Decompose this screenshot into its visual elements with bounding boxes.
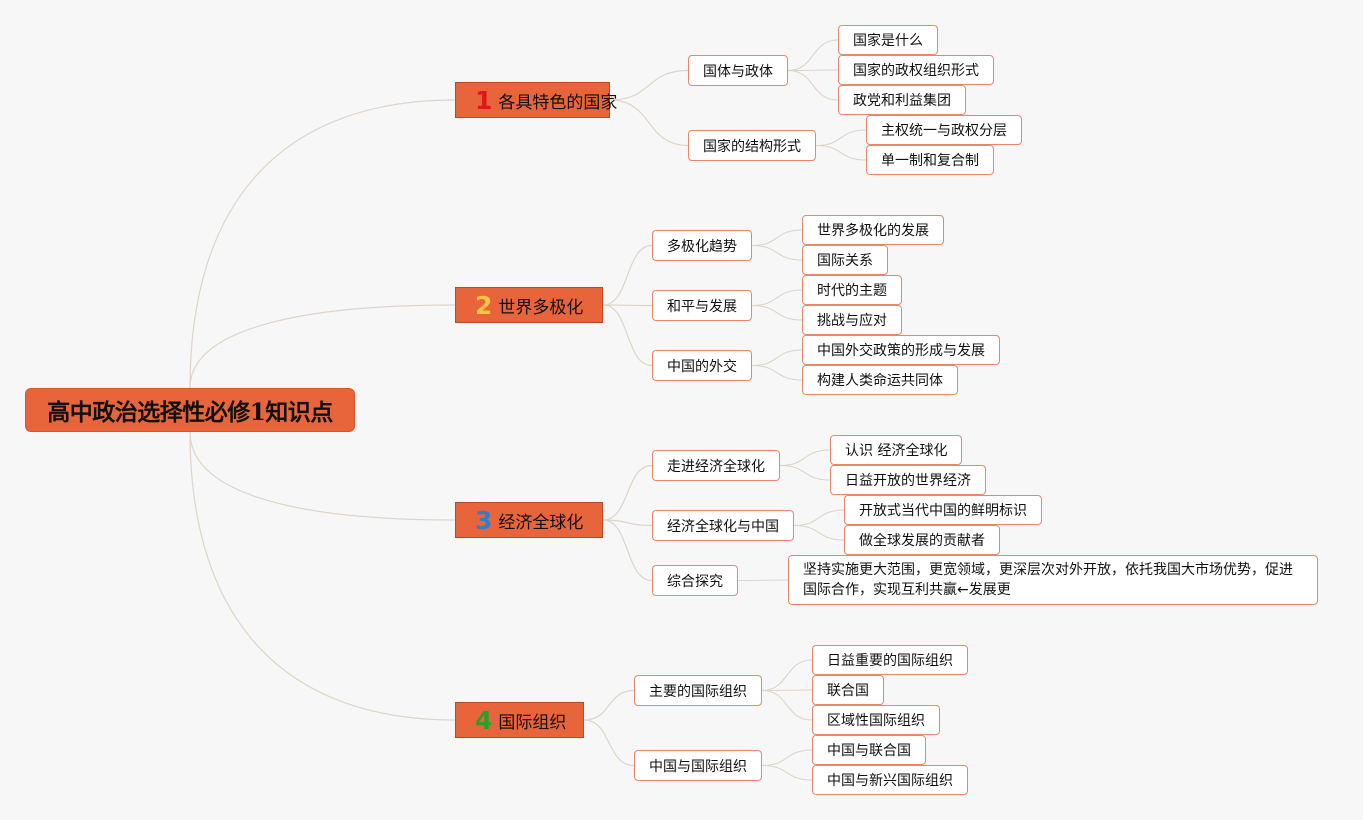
branch-1-topic[interactable]: 1 各具特色的国家 [455,82,617,118]
leaf-4-1-3[interactable]: 区域性国际组织 [812,705,940,735]
subtopic-3-3[interactable]: 综合探究 [652,565,738,596]
root-topic[interactable]: 高中政治选择性必修1知识点 [25,388,355,432]
leaf-2-2-1[interactable]: 时代的主题 [802,275,902,305]
branch-2-topic[interactable]: 2 世界多极化 [455,287,603,323]
leaf-1-2-1[interactable]: 主权统一与政权分层 [866,115,1022,145]
leaf-3-3-1[interactable]: 坚持实施更大范围，更宽领域，更深层次对外开放，依托我国大市场优势，促进国际合作，… [788,555,1318,605]
leaf-2-1-1[interactable]: 世界多极化的发展 [802,215,944,245]
branch-4-number: 4 [475,705,493,735]
leaf-3-2-2[interactable]: 做全球发展的贡献者 [844,525,1000,555]
leaf-2-2-2[interactable]: 挑战与应对 [802,305,902,335]
branch-2-label: 世界多极化 [498,297,584,318]
leaf-4-2-2[interactable]: 中国与新兴国际组织 [812,765,968,795]
branch-4-label: 国际组织 [498,712,567,733]
branch-3-topic[interactable]: 3 经济全球化 [455,502,603,538]
leaf-2-3-1[interactable]: 中国外交政策的形成与发展 [802,335,1000,365]
branch-1-label: 各具特色的国家 [498,92,618,113]
subtopic-4-2[interactable]: 中国与国际组织 [634,750,762,781]
subtopic-4-1[interactable]: 主要的国际组织 [634,675,762,706]
branch-3-number: 3 [475,505,493,535]
branch-3-label: 经济全球化 [498,512,584,533]
leaf-2-3-2[interactable]: 构建人类命运共同体 [802,365,958,395]
branch-4-topic[interactable]: 4 国际组织 [455,702,584,738]
leaf-1-1-1[interactable]: 国家是什么 [838,25,938,55]
subtopic-3-2[interactable]: 经济全球化与中国 [652,510,794,541]
leaf-1-2-2[interactable]: 单一制和复合制 [866,145,994,175]
root-topic-label: 高中政治选择性必修1知识点 [47,399,333,426]
leaf-2-1-2[interactable]: 国际关系 [802,245,888,275]
leaf-1-1-3[interactable]: 政党和利益集团 [838,85,966,115]
subtopic-2-2[interactable]: 和平与发展 [652,290,752,321]
leaf-4-1-2[interactable]: 联合国 [812,675,884,705]
subtopic-3-1[interactable]: 走进经济全球化 [652,450,780,481]
leaf-3-2-1[interactable]: 开放式当代中国的鲜明标识 [844,495,1042,525]
leaf-4-1-1[interactable]: 日益重要的国际组织 [812,645,968,675]
branch-2-number: 2 [475,290,493,320]
leaf-1-1-2[interactable]: 国家的政权组织形式 [838,55,994,85]
leaf-3-1-2[interactable]: 日益开放的世界经济 [830,465,986,495]
leaf-4-2-1[interactable]: 中国与联合国 [812,735,926,765]
subtopic-1-1[interactable]: 国体与政体 [688,55,788,86]
subtopic-2-1[interactable]: 多极化趋势 [652,230,752,261]
subtopic-2-3[interactable]: 中国的外交 [652,350,752,381]
branch-1-number: 1 [475,85,493,115]
leaf-3-1-1[interactable]: 认识 经济全球化 [830,435,962,465]
subtopic-1-2[interactable]: 国家的结构形式 [688,130,816,161]
